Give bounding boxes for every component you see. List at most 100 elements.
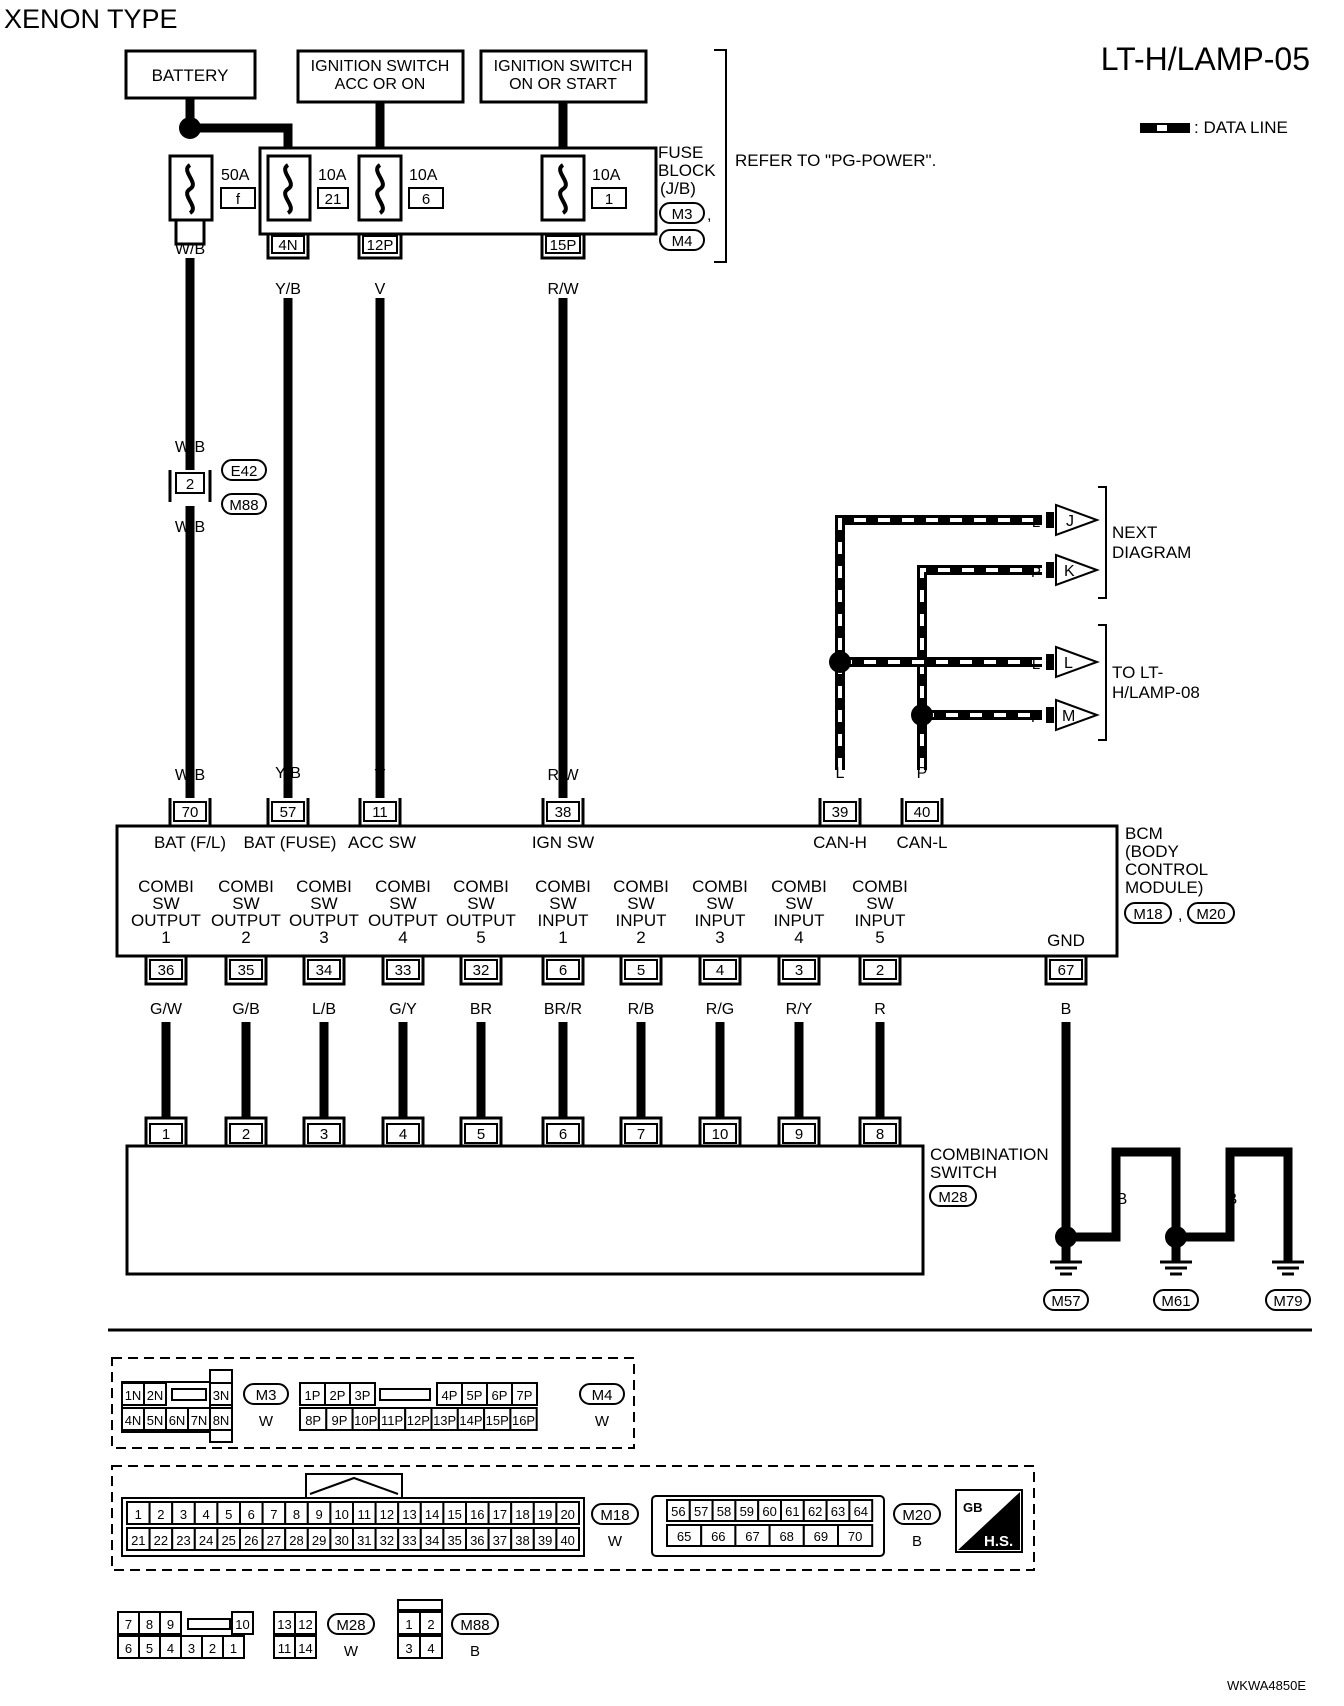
combi-pin-bracket <box>698 1116 742 1146</box>
bcm-pin-box <box>229 959 263 980</box>
m20-cell-label: 56 <box>671 1504 685 1519</box>
wire-label: R/W <box>547 281 579 298</box>
bcm-bottom-label: COMBI <box>613 877 669 896</box>
bcm-pin-label: IGN SW <box>532 833 594 852</box>
bcm-bottom-label: 5 <box>875 928 884 947</box>
bcm-pin-number: 4 <box>716 962 724 979</box>
wire-label: R/B <box>628 1001 655 1018</box>
bcm-box <box>115 824 1119 958</box>
ignition-acc-label-2: ACC OR ON <box>335 76 426 93</box>
m18-cell-label: 2 <box>157 1507 164 1522</box>
bcm-bottom-label: INPUT <box>855 911 906 930</box>
ground-m57: M57 <box>1043 1260 1089 1311</box>
m3-color: W <box>259 1413 274 1430</box>
bcm-pin-bracket <box>459 956 503 986</box>
bcm-pin-bracket <box>858 956 902 986</box>
m3-name: M3 <box>256 1387 277 1404</box>
m3-cell <box>209 1382 233 1406</box>
bcm-pin-67: 67 <box>1044 956 1088 986</box>
m18-cell-label: 16 <box>470 1507 484 1522</box>
bcm-bottom-label: SW <box>785 894 812 913</box>
bcm-pin-label: BAT (FUSE) <box>244 833 337 852</box>
bcm-label-3: CONTROL <box>1125 860 1208 879</box>
m28-cell-label: 7 <box>125 1617 132 1632</box>
m88-latch <box>397 1599 443 1611</box>
fuse-amp: 50A <box>221 167 250 184</box>
bcm-pin-40: 40 <box>900 798 944 828</box>
connector-group-m3-m4 <box>111 1357 635 1449</box>
fuse-10a-6: 10A 6 <box>357 154 444 222</box>
bcm-bottom-label: INPUT <box>774 911 825 930</box>
bcm-pin-bracket <box>777 956 821 986</box>
m20-cell-label: 66 <box>711 1529 725 1544</box>
bcm-pin-box <box>624 959 658 980</box>
m4-cell-label: 3P <box>355 1388 371 1403</box>
bcm-bottom-label: INPUT <box>695 911 746 930</box>
m3-cell-label: 7N <box>191 1413 208 1428</box>
m18-cell-label: 25 <box>221 1533 235 1548</box>
bcm-pin-bracket <box>541 956 585 986</box>
m3-cell-label: 8N <box>213 1413 230 1428</box>
m88-cell-label: 2 <box>427 1617 434 1632</box>
next-diagram-label-1: NEXT <box>1112 523 1157 542</box>
m20-cell-label: 63 <box>831 1504 845 1519</box>
bcm-pin-box <box>386 959 420 980</box>
bcm-bottom-label: SW <box>389 894 416 913</box>
m28-name-badge <box>327 1613 375 1635</box>
fuse-10a-21: 10A 21 <box>266 154 349 222</box>
pin-number: 57 <box>280 804 297 821</box>
m4-cell-label: 12P <box>407 1413 430 1428</box>
m88-cell-label: 3 <box>405 1641 412 1656</box>
m4-name: M4 <box>592 1387 613 1404</box>
terminal-label: 4N <box>278 237 297 254</box>
page-title: XENON TYPE <box>4 4 178 34</box>
m28-cell-label: 14 <box>298 1641 312 1656</box>
arrow-letter: M <box>1062 708 1075 725</box>
fuse-block-label-3: (J/B) <box>660 179 696 198</box>
bcm-label-4: MODULE) <box>1125 878 1203 897</box>
combi-pin-number: 10 <box>712 1126 729 1143</box>
bcm-bottom-label: SW <box>232 894 259 913</box>
wire-label: B <box>1117 1191 1128 1208</box>
data-line-legend-label: : DATA LINE <box>1194 118 1288 137</box>
m3-key <box>171 1388 207 1401</box>
bcm-pin-number: 3 <box>795 962 803 979</box>
bcm-bottom-label: COMBI <box>771 877 827 896</box>
m20-cell-label: 70 <box>848 1529 862 1544</box>
combi-pin-box <box>307 1123 341 1144</box>
bcm-bottom-label: 3 <box>319 928 328 947</box>
bcm-pin-57: 57 <box>266 798 310 828</box>
connector-e42-ref: E42 <box>231 463 258 480</box>
m4-cell-label: 5P <box>467 1388 483 1403</box>
wire-label: W/B <box>175 439 205 456</box>
m28-cell-label: 1 <box>230 1641 237 1656</box>
bcm-bottom-label: COMBI <box>692 877 748 896</box>
m4-cell-label: 8P <box>305 1413 321 1428</box>
m20-cell-label: 58 <box>717 1504 731 1519</box>
m18-cell-label: 26 <box>244 1533 258 1548</box>
combi-pin-bracket <box>224 1116 268 1146</box>
ground-network <box>1055 1147 1293 1262</box>
refer-note: REFER TO "PG-POWER". <box>735 151 936 170</box>
can-data-lines <box>835 515 1042 770</box>
wire-label: B <box>1061 1001 1072 1018</box>
bcm-bottom-label: 5 <box>476 928 485 947</box>
bcm-bottom-label: INPUT <box>538 911 589 930</box>
m4-color: W <box>595 1413 610 1430</box>
m3-name-badge <box>243 1383 289 1405</box>
bcm-pin-box <box>546 959 580 980</box>
m88-cell <box>419 1635 443 1659</box>
bcm-pin-number: 32 <box>473 962 490 979</box>
bcm-bottom-label: SW <box>627 894 654 913</box>
m18-cell-label: 15 <box>447 1507 461 1522</box>
bcm-pin-box <box>863 959 897 980</box>
wire-label: R <box>874 1001 886 1018</box>
m18-cell-label: 40 <box>560 1533 574 1548</box>
m18-cell-label: 17 <box>493 1507 507 1522</box>
m20-cell-label: 61 <box>785 1504 799 1519</box>
bcm-bottom-label: COMBI <box>296 877 352 896</box>
m28-name: M28 <box>336 1617 365 1634</box>
connector-m20-ref: M20 <box>1196 906 1225 923</box>
bcm-bottom-label: COMBI <box>375 877 431 896</box>
